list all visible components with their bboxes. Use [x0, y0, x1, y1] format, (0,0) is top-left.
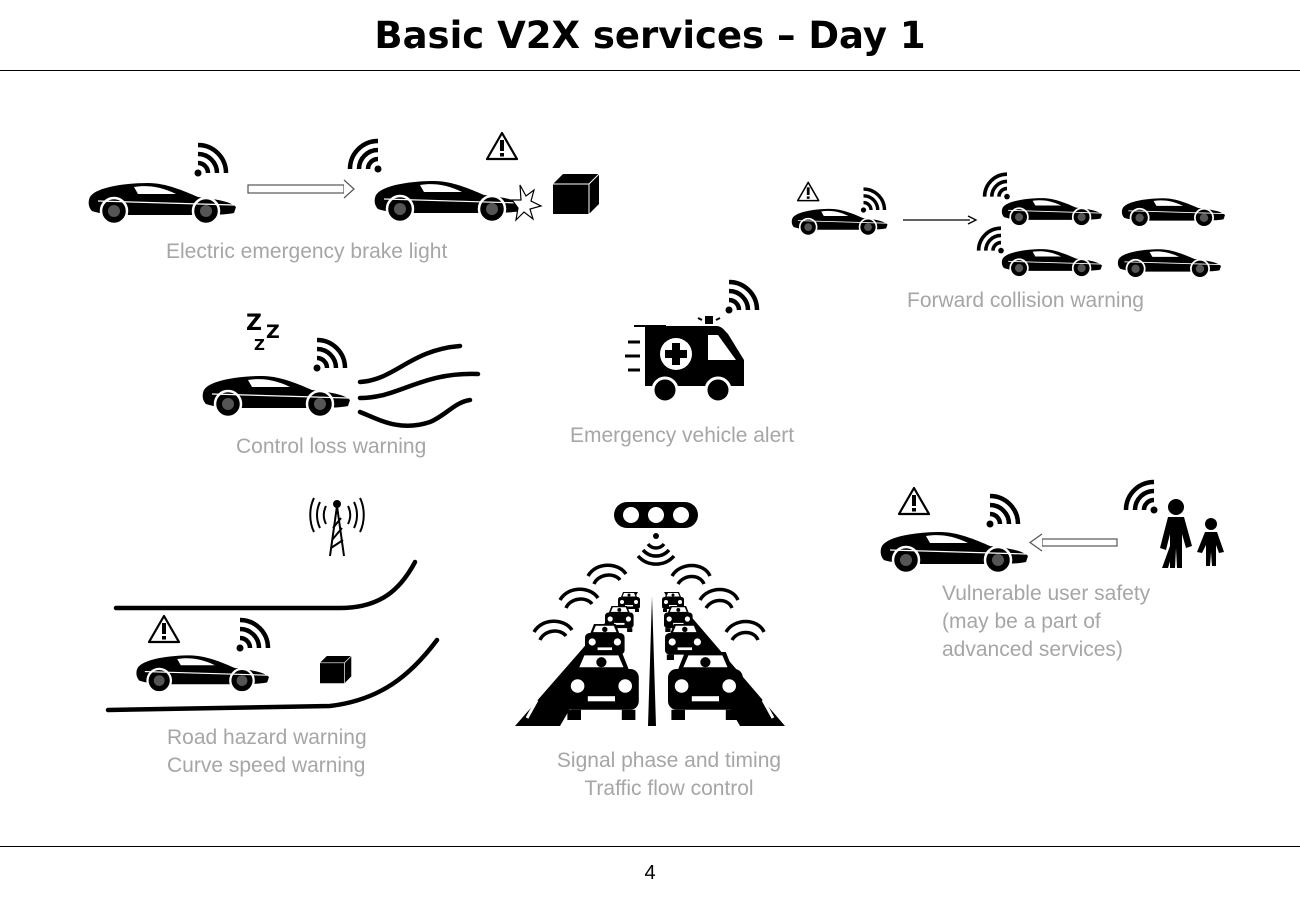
car-icon — [135, 654, 271, 694]
warning-icon — [485, 131, 519, 161]
pedestrian-family-icon — [1160, 499, 1224, 568]
wifi-signal-icon — [987, 496, 1019, 528]
vru-caption-line: (may be a part of — [942, 610, 1101, 633]
footer-divider — [0, 846, 1300, 847]
arrow-right-icon — [247, 179, 355, 199]
car-icon — [1117, 248, 1222, 279]
page-title: Basic V2X services – Day 1 — [374, 14, 926, 57]
rhw-group — [105, 497, 440, 713]
car-icon — [1121, 197, 1226, 228]
spat-caption: Signal phase and timing Traffic flow con… — [540, 747, 798, 803]
wifi-signal-icon — [195, 145, 227, 177]
wifi-signal-icon — [237, 620, 269, 652]
vru-caption-line: Vulnerable user safety — [942, 582, 1151, 605]
fcw-group — [790, 172, 1226, 279]
spat-caption-line: Signal phase and timing — [556, 749, 782, 772]
svg-text:Z: Z — [266, 321, 280, 343]
warning-icon — [897, 486, 931, 516]
wifi-signal-icon — [1126, 482, 1158, 514]
wifi-signal-icon — [532, 563, 766, 642]
header-divider — [0, 70, 1300, 71]
fcw-caption: Forward collision warning — [907, 289, 1144, 312]
eva-group — [625, 282, 758, 404]
eebl-caption: Electric emergency brake light — [166, 240, 448, 263]
box-obstacle-icon — [552, 173, 600, 215]
wifi-signal-icon — [314, 340, 346, 372]
wifi-signal-icon — [636, 531, 676, 566]
car-icon — [668, 652, 743, 720]
wifi-signal-icon — [976, 226, 1006, 256]
car-icon — [201, 374, 352, 419]
svg-text:Z: Z — [254, 336, 265, 354]
car-icon — [1000, 197, 1103, 227]
warning-icon — [147, 614, 181, 644]
wifi-signal-icon — [350, 141, 382, 173]
spat-caption-line: Traffic flow control — [584, 777, 754, 800]
traffic-light-icon — [614, 502, 698, 528]
eebl-group — [87, 131, 600, 226]
road-traffic-icon — [515, 592, 785, 726]
rhw-caption-line: Curve speed warning — [167, 754, 366, 777]
clw-group: Z Z Z — [201, 311, 481, 428]
box-obstacle-icon — [319, 655, 352, 684]
wifi-signal-icon — [859, 187, 887, 215]
page-number: 4 — [644, 862, 656, 884]
eva-caption: Emergency vehicle alert — [570, 424, 795, 447]
clw-caption: Control loss warning — [236, 435, 427, 458]
cell-tower-icon — [309, 497, 365, 557]
wind-wave-icon — [357, 343, 481, 428]
wifi-signal-icon — [726, 282, 758, 314]
vru-caption: Vulnerable user safety (may be a part of… — [942, 580, 1150, 664]
car-icon — [879, 530, 1030, 575]
spat-group — [515, 502, 785, 726]
arrow-left-icon — [1028, 533, 1118, 552]
warning-icon — [796, 181, 820, 202]
rhw-caption-line: Road hazard warning — [167, 726, 367, 749]
svg-text:Z: Z — [246, 311, 262, 336]
crash-burst-icon — [510, 184, 543, 222]
wifi-signal-icon — [982, 172, 1012, 202]
curved-road-icon — [105, 559, 440, 713]
car-icon — [1000, 248, 1103, 278]
vru-caption-line: advanced services) — [942, 638, 1123, 661]
sleeping-zzz-icon: Z Z Z — [246, 311, 280, 354]
car-icon — [373, 179, 524, 224]
arrow-right-icon — [903, 215, 978, 225]
car-icon — [790, 208, 889, 237]
car-icon — [87, 181, 238, 226]
rhw-caption: Road hazard warning Curve speed warning — [167, 724, 367, 780]
vru-group — [879, 482, 1224, 575]
ambulance-icon — [625, 316, 744, 404]
